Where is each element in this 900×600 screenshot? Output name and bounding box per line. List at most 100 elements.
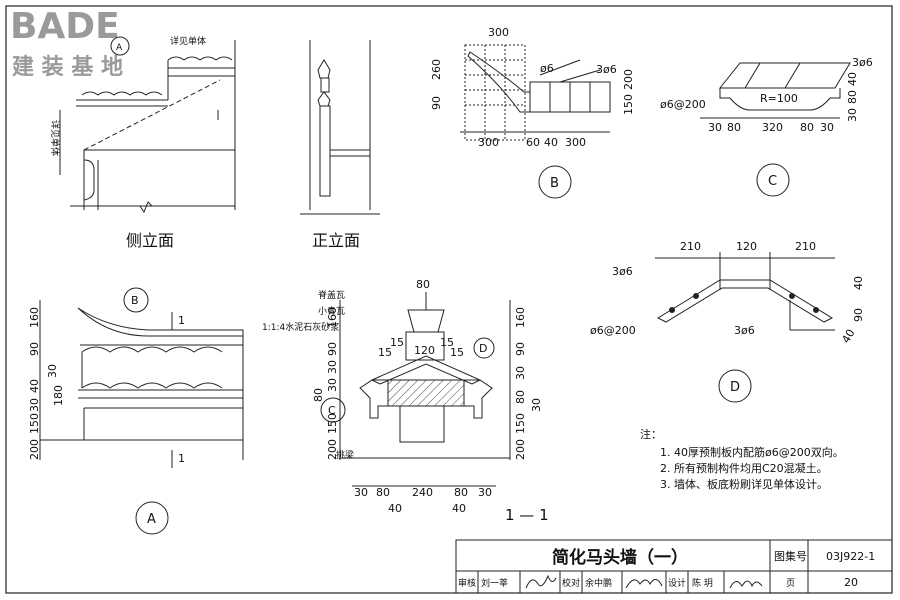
detail-D-dim-right-2: 90: [852, 308, 865, 322]
side-elevation-drawing: [59, 40, 236, 214]
reviewer-name: 刘一莘: [481, 577, 508, 589]
detail-A-dim-5: 180: [52, 385, 65, 406]
section-left-dim-5: 80: [312, 388, 325, 402]
detail-D-dim-top-2: 120: [736, 240, 757, 253]
section-right-dim-7: 200: [514, 439, 527, 460]
section-label-beam: 挑梁: [336, 449, 354, 461]
detail-B-dim-left-1: 260: [430, 59, 443, 80]
designer-name: 陈 玥: [692, 577, 713, 589]
callout-A-letter: A: [147, 512, 156, 527]
detail-C-dim-bottom-1: 30: [708, 121, 722, 134]
side-ref-note: 详见单体: [170, 35, 206, 47]
detail-C-dim-right-2: 80: [846, 90, 859, 104]
detail-D-rebar-mesh: ø6@200: [590, 324, 636, 337]
section-left-dim-1: 160: [326, 307, 339, 328]
detail-C-drawing: [700, 62, 851, 119]
section-bottom-dim-3: 240: [412, 486, 433, 499]
detail-A-mark-top: 1: [178, 314, 185, 327]
section-bottom-40-l: 40: [388, 502, 402, 515]
section-dim-15-l2: 15: [378, 346, 392, 359]
section-callout-C: [320, 397, 346, 423]
detail-A-dim-7: 150: [28, 413, 41, 434]
detail-D-dim-top-3: 210: [795, 240, 816, 253]
design-label: 设计: [668, 577, 686, 589]
detail-A-dim-1: 160: [28, 307, 41, 328]
section-callout-C-letter: C: [328, 404, 336, 417]
section-label-small-tile: 小青瓦: [318, 305, 345, 317]
section-callout-D-letter: D: [479, 342, 487, 355]
detail-B-rebar-a: ø6: [540, 62, 554, 75]
sheet-frame: [5, 5, 893, 594]
callout-A-detail: [135, 501, 169, 535]
front-elevation-caption: 正立面: [312, 231, 360, 250]
section-right-dim-3: 30: [514, 366, 527, 380]
detail-C-dim-right-1: 40: [846, 72, 859, 86]
drawing-title: 简化马头墙（一）: [552, 547, 688, 568]
detail-D-dim-top-1: 210: [680, 240, 701, 253]
page-label: 页: [786, 578, 795, 589]
reviewer-signature: [525, 574, 557, 589]
detail-B-drawing: [460, 44, 611, 141]
callout-B-detail: [538, 165, 572, 199]
notes-heading: 注：: [640, 427, 662, 441]
note-item-1: 1. 40厚预制板内配筋ø6@200双向。: [660, 445, 844, 459]
section-dim-15-r: 15: [440, 336, 454, 349]
detail-D-drawing: [655, 252, 835, 331]
section-bottom-dim-1: 30: [354, 486, 368, 499]
detail-C-rebar-top: 3ø6: [852, 56, 873, 69]
section-label-mortar: 1:1:4水泥石灰砂浆: [262, 321, 339, 333]
detail-D-dim-right-1: 40: [852, 276, 865, 290]
detail-C-dim-bottom-3: 320: [762, 121, 783, 134]
section-right-dim-5: 80: [514, 390, 527, 404]
section-callout-D: [473, 337, 495, 359]
detail-B-dim-left-2: 90: [430, 96, 443, 110]
detail-C-dim-bottom-2: 80: [727, 121, 741, 134]
callout-C-detail: [756, 163, 790, 197]
section-dim-15-r2: 15: [450, 346, 464, 359]
section-caption: 1 — 1: [505, 506, 549, 524]
section-left-dim-7: 200: [326, 439, 339, 460]
callout-A-small: [110, 36, 130, 56]
detail-D-rebar-left: 3ø6: [612, 265, 633, 278]
note-item-3: 3. 墙体、板底粉刷详见单体设计。: [660, 477, 828, 491]
section-right-dim-4: 30: [530, 398, 543, 412]
detail-A-dim-3: 40: [28, 379, 41, 393]
checker-name: 余中鹏: [585, 577, 612, 589]
section-label-ridge-tile: 脊盖瓦: [318, 289, 345, 301]
detail-B-rebar-b: 3ø6: [596, 63, 617, 76]
section-left-dim-3: 30: [326, 360, 339, 374]
detail-A-drawing: [39, 300, 244, 468]
designer-signature: [729, 580, 763, 589]
callout-D-letter: D: [730, 380, 740, 395]
section-right-dim-2: 90: [514, 342, 527, 356]
section-right-dim-6: 150: [514, 413, 527, 434]
detail-C-dim-bottom-4: 80: [800, 121, 814, 134]
detail-C-dim-bottom-5: 30: [820, 121, 834, 134]
callout-C-letter: C: [768, 174, 777, 189]
detail-A-dim-4: 30: [46, 364, 59, 378]
section-right-dim-1: 160: [514, 307, 527, 328]
section-bottom-dim-4: 80: [454, 486, 468, 499]
section-left-dim-2: 90: [326, 342, 339, 356]
checker-signature: [625, 579, 663, 589]
section-dim-center: 120: [414, 344, 435, 357]
section-dim-top: 80: [416, 278, 430, 291]
brand-watermark: BADE 建 装 基 地: [10, 6, 123, 80]
detail-A-dim-6: 30: [28, 398, 41, 412]
section-left-dim-6: 150: [326, 413, 339, 434]
detail-D-rebar-bottom: 3ø6: [734, 324, 755, 337]
detail-B-dim-bottom-4: 300: [565, 136, 586, 149]
detail-C-dim-right-3: 30: [846, 108, 859, 122]
detail-B-dim-right-2: 150: [622, 94, 635, 115]
brand-subtitle: 建 装 基 地: [12, 55, 123, 80]
section-bottom-40-r: 40: [452, 502, 466, 515]
front-elevation-drawing: [300, 40, 380, 215]
section-bottom-dim-5: 30: [478, 486, 492, 499]
detail-C-radius: R=100: [760, 92, 798, 105]
detail-A-dim-2: 90: [28, 342, 41, 356]
callout-B-on-A: [123, 287, 149, 313]
page-number: 20: [844, 576, 858, 589]
side-ref-note-vertical: 详见单体: [49, 120, 61, 156]
detail-B-dim-bottom-3: 40: [544, 136, 558, 149]
